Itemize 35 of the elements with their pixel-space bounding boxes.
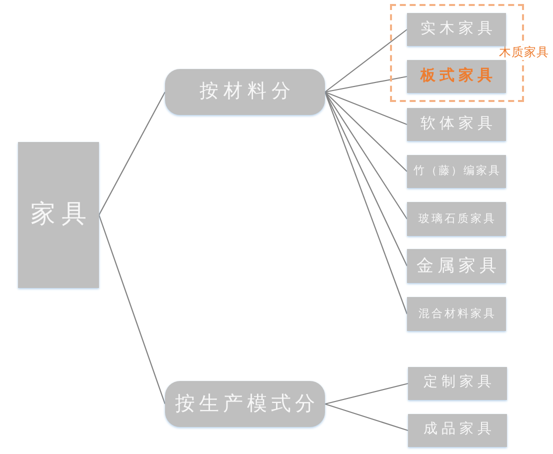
box-label: 按生产模式分 xyxy=(174,392,319,416)
category-box xyxy=(165,69,325,115)
item-box xyxy=(407,13,506,46)
box-label: 成品家具 xyxy=(422,422,496,439)
connector-line xyxy=(324,29,408,92)
box-label: 板式家具 xyxy=(419,68,496,86)
item-box xyxy=(407,60,506,93)
connector-line xyxy=(98,214,166,404)
item-box xyxy=(407,297,506,331)
group-label: 木质家具 xyxy=(498,45,549,60)
connector-line xyxy=(324,76,408,93)
item-box xyxy=(408,367,507,400)
box-label: 竹（藤）编家具 xyxy=(412,165,501,178)
box-label: 实木家具 xyxy=(420,20,496,38)
item-box xyxy=(408,414,507,447)
box-label: 家具 xyxy=(30,200,92,230)
connector-line xyxy=(324,91,408,126)
box-label: 软体家具 xyxy=(420,116,496,134)
item-box xyxy=(407,155,506,188)
box-label: 金属家具 xyxy=(416,256,500,276)
connector-line xyxy=(324,92,408,314)
root-box xyxy=(18,142,99,288)
item-box xyxy=(407,202,506,236)
connector-line xyxy=(324,382,408,405)
item-box xyxy=(407,249,506,283)
connector-line xyxy=(324,403,408,432)
connector-line xyxy=(98,92,166,216)
category-box xyxy=(165,381,325,427)
box-label: 定制家具 xyxy=(422,375,496,392)
box-label: 混合材料家具 xyxy=(418,308,496,320)
item-box xyxy=(407,108,506,141)
connector-line xyxy=(324,92,408,172)
box-label: 按材料分 xyxy=(198,81,296,103)
connector-line xyxy=(324,92,408,220)
box-label: 玻璃石质家具 xyxy=(418,212,496,226)
